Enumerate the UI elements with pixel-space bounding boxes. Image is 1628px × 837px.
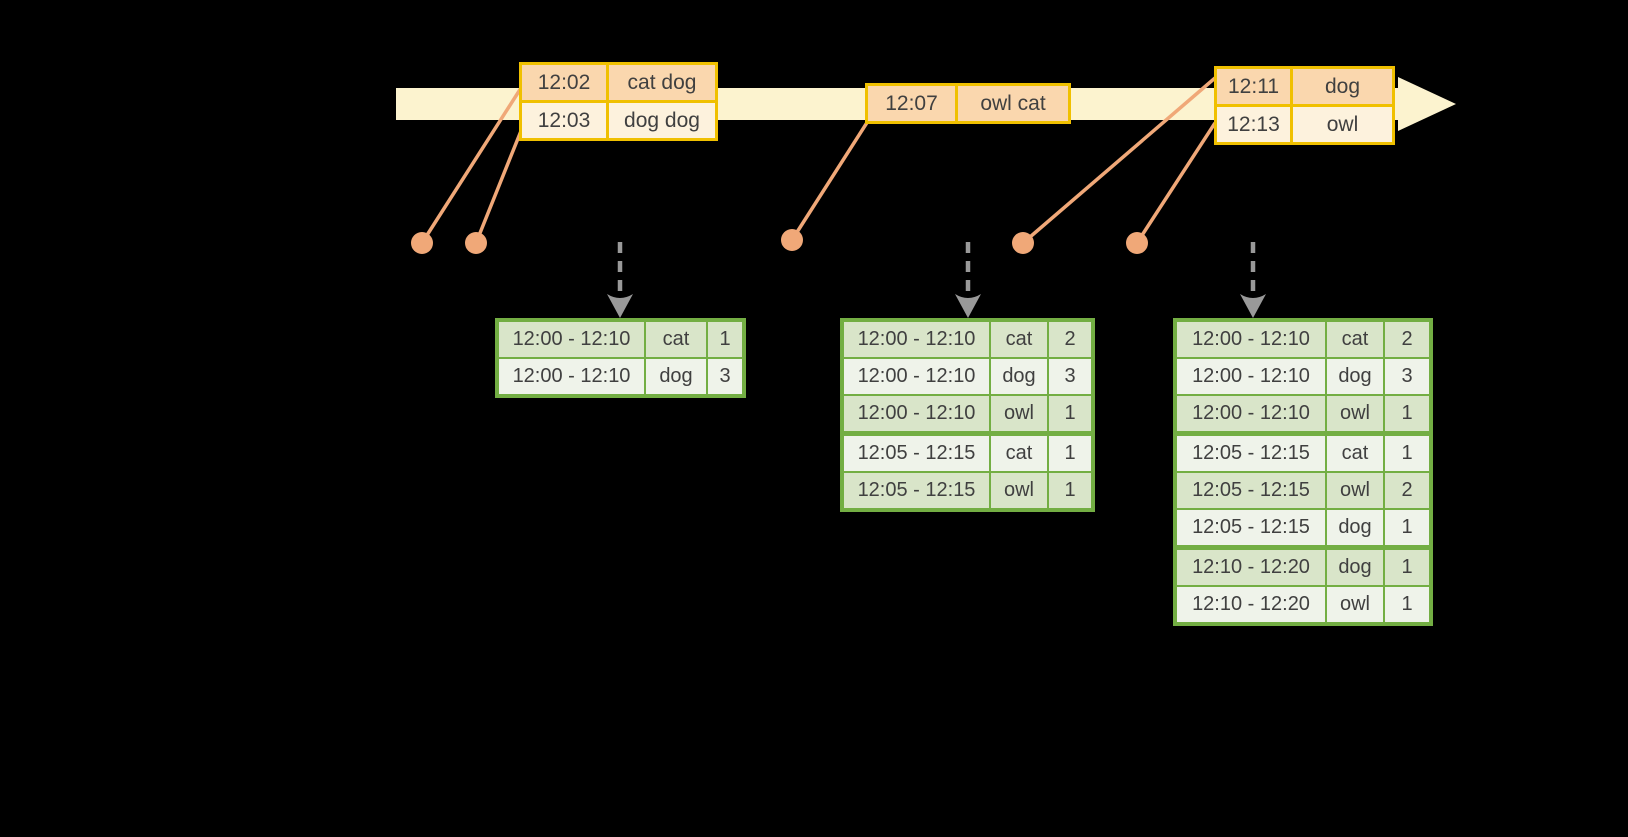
result-window-cell: 12:10 - 12:20 — [1177, 587, 1325, 622]
result-word-cell: cat — [1327, 322, 1383, 357]
result-word-cell: cat — [1327, 436, 1383, 471]
result-window-cell: 12:00 - 12:10 — [499, 322, 644, 357]
result-window-cell: 12:00 - 12:10 — [1177, 322, 1325, 357]
event-dot-icon — [1126, 232, 1148, 254]
result-word-cell: owl — [991, 396, 1047, 431]
result-word-cell: cat — [991, 322, 1047, 357]
result-window-cell: 12:00 - 12:10 — [844, 359, 989, 394]
result-count-cell: 2 — [1385, 322, 1429, 357]
result-word-cell: owl — [1327, 587, 1383, 622]
result-count-cell: 3 — [1385, 359, 1429, 394]
event-time-cell: 12:07 — [868, 86, 955, 121]
trigger-arrow-icon — [607, 242, 633, 318]
result-window-cell: 12:00 - 12:10 — [1177, 396, 1325, 431]
result-word-cell: dog — [1327, 550, 1383, 585]
result-count-cell: 1 — [1385, 587, 1429, 622]
result-word-cell: owl — [991, 473, 1047, 508]
result-count-cell: 2 — [1049, 322, 1091, 357]
result-word-cell: owl — [1327, 396, 1383, 431]
event-time-cell: 12:03 — [522, 103, 606, 138]
result-count-cell: 1 — [708, 322, 742, 357]
event-time-cell: 12:02 — [522, 65, 606, 100]
result-window-cell: 12:00 - 12:10 — [1177, 359, 1325, 394]
event-words-cell: cat dog — [609, 65, 715, 100]
result-window-cell: 12:00 - 12:10 — [499, 359, 644, 394]
result-count-cell: 1 — [1049, 473, 1091, 508]
trigger-arrow-icon — [1240, 242, 1266, 318]
result-word-cell: dog — [1327, 510, 1383, 545]
event-connector-line — [1135, 122, 1217, 244]
event-time-cell: 12:11 — [1217, 69, 1290, 104]
result-count-cell: 1 — [1385, 510, 1429, 545]
event-words-cell: owl cat — [958, 86, 1068, 121]
result-window-cell: 12:05 - 12:15 — [1177, 436, 1325, 471]
event-words-cell: dog dog — [609, 103, 715, 138]
trigger-arrow-icon — [955, 242, 981, 318]
result-count-cell: 1 — [1049, 436, 1091, 471]
result-count-cell: 1 — [1385, 396, 1429, 431]
event-dot-icon — [1012, 232, 1034, 254]
result-count-cell: 3 — [1049, 359, 1091, 394]
result-word-cell: cat — [991, 436, 1047, 471]
result-window-cell: 12:00 - 12:10 — [844, 396, 989, 431]
event-dot-icon — [411, 232, 433, 254]
result-window-cell: 12:05 - 12:15 — [1177, 510, 1325, 545]
result-count-cell: 2 — [1385, 473, 1429, 508]
trigger-arrow-head — [1240, 294, 1266, 318]
result-word-cell: cat — [646, 322, 706, 357]
result-count-cell: 1 — [1385, 550, 1429, 585]
result-window-cell: 12:05 - 12:15 — [844, 473, 989, 508]
result-word-cell: dog — [991, 359, 1047, 394]
event-dot-icon — [781, 229, 803, 251]
result-window-cell: 12:05 - 12:15 — [844, 436, 989, 471]
timeline-arrowhead-icon — [1398, 77, 1456, 131]
event-connector-line — [474, 125, 525, 244]
result-word-cell: dog — [646, 359, 706, 394]
event-words-cell: owl — [1293, 107, 1392, 142]
result-word-cell: owl — [1327, 473, 1383, 508]
result-word-cell: dog — [1327, 359, 1383, 394]
result-count-cell: 1 — [1385, 436, 1429, 471]
event-words-cell: dog — [1293, 69, 1392, 104]
event-connector-line — [790, 120, 870, 241]
result-window-cell: 12:10 - 12:20 — [1177, 550, 1325, 585]
result-window-cell: 12:05 - 12:15 — [1177, 473, 1325, 508]
event-dot-icon — [465, 232, 487, 254]
trigger-arrow-head — [955, 294, 981, 318]
result-count-cell: 1 — [1049, 396, 1091, 431]
result-count-cell: 3 — [708, 359, 742, 394]
result-window-cell: 12:00 - 12:10 — [844, 322, 989, 357]
trigger-arrow-head — [607, 294, 633, 318]
event-time-cell: 12:13 — [1217, 107, 1290, 142]
